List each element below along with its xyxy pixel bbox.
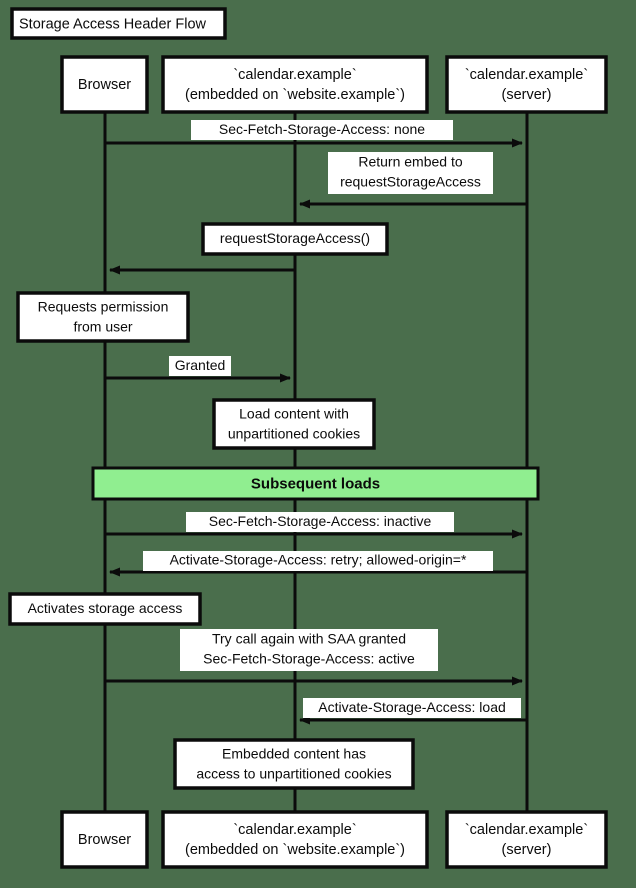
message-4-label: Granted [175, 357, 226, 373]
note-requests-permission-line1: Requests permission [38, 299, 169, 315]
diagram-title-label: Storage Access Header Flow [19, 16, 207, 32]
actor-box-server[interactable] [445, 55, 608, 114]
message-3[interactable]: requestStorageAccess() [109, 222, 389, 275]
message-5[interactable]: Sec-Fetch-Storage-Access: inactive [105, 512, 523, 539]
note-load-content: Load content with unpartitioned cookies [212, 398, 376, 450]
actor-footer-server[interactable]: `calendar.example` (server) [445, 810, 608, 869]
note-load-content-line1: Load content with [239, 406, 349, 422]
note-embedded-access-box [173, 738, 415, 790]
message-5-label-bg [186, 512, 454, 532]
actor-header-server[interactable]: `calendar.example` (server) [445, 55, 608, 114]
note-requests-permission-box [16, 291, 190, 343]
message-2-label-line1: Return embed to [358, 154, 462, 170]
message-4-label-bg [169, 356, 231, 376]
note-embedded-access-line1: Embedded content has [222, 746, 366, 762]
actor-header-embed[interactable]: `calendar.example` (embedded on `website… [161, 55, 429, 114]
actor-label-embed-footer-line1: `calendar.example` [233, 822, 356, 838]
actor-label-embed-line2: (embedded on `website.example`) [185, 87, 405, 103]
message-7-label-line2: Sec-Fetch-Storage-Access: active [203, 651, 415, 667]
message-7[interactable]: Try call again with SAA granted Sec-Fetc… [105, 629, 523, 686]
message-3-label: requestStorageAccess() [220, 230, 370, 246]
note-load-content-box [212, 398, 376, 450]
message-7-label-line1: Try call again with SAA granted [212, 631, 406, 647]
actor-footer-embed[interactable]: `calendar.example` (embedded on `website… [161, 810, 429, 869]
note-activates-storage-access: Activates storage access [8, 592, 202, 626]
note-requests-permission: Requests permission from user [16, 291, 190, 343]
actor-label-server-footer-line1: `calendar.example` [465, 822, 588, 838]
message-2-label-bg [328, 152, 493, 194]
diagram-title-box [10, 7, 227, 40]
message-6[interactable]: Activate-Storage-Access: retry; allowed-… [109, 551, 527, 577]
actor-label-embed-line1: `calendar.example` [233, 67, 356, 83]
message-8[interactable]: Activate-Storage-Access: load [299, 698, 527, 725]
note-load-content-line2: unpartitioned cookies [228, 426, 360, 442]
message-2-label-line2: requestStorageAccess [340, 174, 481, 190]
message-6-label: Activate-Storage-Access: retry; allowed-… [170, 552, 467, 568]
message-2[interactable]: Return embed to requestStorageAccess [299, 152, 527, 209]
message-8-label-bg [303, 698, 521, 718]
message-7-label-bg [180, 629, 438, 671]
actor-header-browser[interactable]: Browser [60, 55, 149, 114]
note-embedded-access: Embedded content has access to unpartiti… [173, 738, 415, 790]
message-1-label-bg [191, 120, 453, 140]
actor-box-server-footer[interactable] [445, 810, 608, 869]
actor-label-embed-footer-line2: (embedded on `website.example`) [185, 842, 405, 858]
note-activates-storage-access-line1: Activates storage access [28, 600, 183, 616]
divider-subsequent-loads-box [91, 466, 540, 501]
divider-subsequent-loads: Subsequent loads [91, 466, 540, 501]
actor-label-server-line1: `calendar.example` [465, 67, 588, 83]
diagram-title: Storage Access Header Flow [10, 7, 227, 40]
note-embedded-access-line2: access to unpartitioned cookies [196, 766, 391, 782]
actor-box-browser-footer[interactable] [60, 810, 149, 869]
actor-label-server-footer-line2: (server) [502, 842, 552, 858]
message-1[interactable]: Sec-Fetch-Storage-Access: none [105, 120, 523, 148]
message-3-label-box [201, 222, 389, 256]
actor-label-browser-footer: Browser [78, 832, 131, 848]
actor-label-browser: Browser [78, 77, 131, 93]
actor-box-browser[interactable] [60, 55, 149, 114]
actor-box-embed-footer[interactable] [161, 810, 429, 869]
message-6-label-bg [143, 551, 493, 571]
message-4[interactable]: Granted [105, 356, 291, 383]
actor-footer-browser[interactable]: Browser [60, 810, 149, 869]
note-activates-storage-access-box [8, 592, 202, 626]
message-5-label: Sec-Fetch-Storage-Access: inactive [209, 513, 432, 529]
actor-box-embed[interactable] [161, 55, 429, 114]
note-requests-permission-line2: from user [73, 319, 132, 335]
message-1-label: Sec-Fetch-Storage-Access: none [219, 121, 425, 137]
actor-label-server-line2: (server) [502, 87, 552, 103]
divider-subsequent-loads-label: Subsequent loads [251, 475, 380, 492]
message-8-label: Activate-Storage-Access: load [318, 699, 506, 715]
